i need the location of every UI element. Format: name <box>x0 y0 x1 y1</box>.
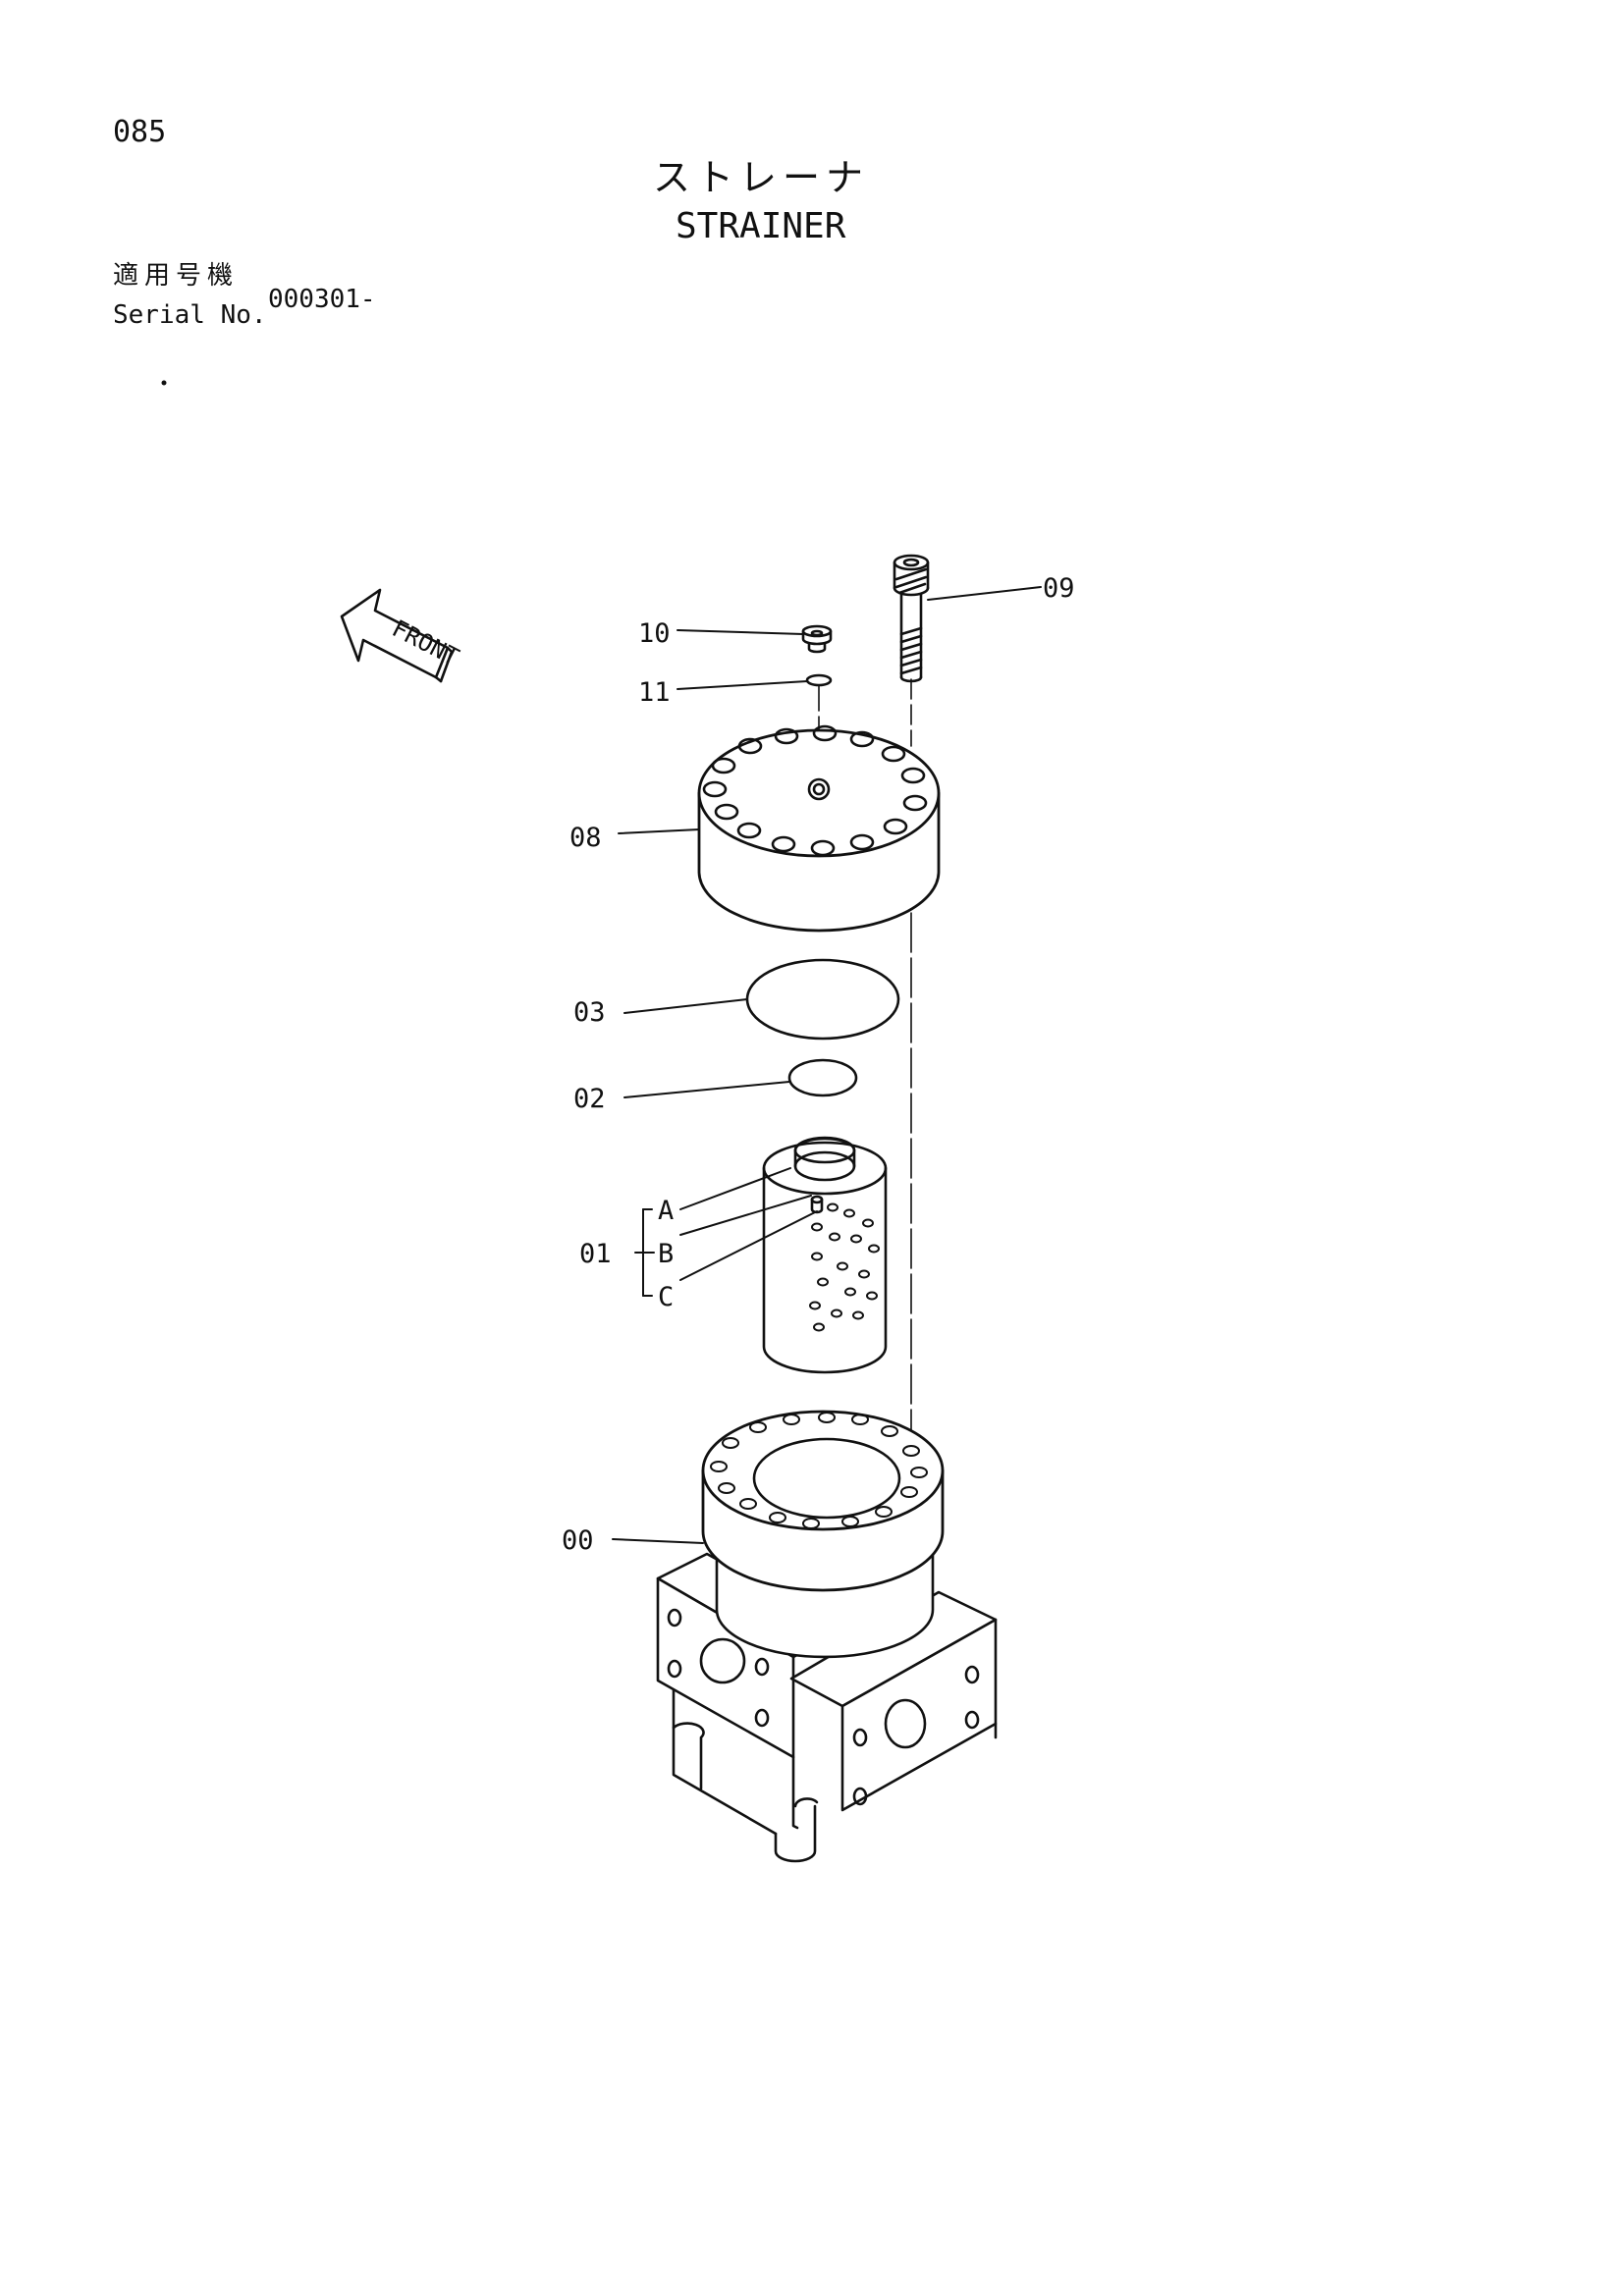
front-label: FRONT <box>388 614 463 671</box>
serial-label-japanese: 適用号機 <box>113 261 240 291</box>
serial-label-english: Serial No. <box>113 300 267 330</box>
part-01-bracket <box>634 1167 818 1297</box>
stray-dot <box>161 380 167 386</box>
serial-number-value: 000301- <box>268 285 376 314</box>
callout-11: 11 <box>638 677 671 708</box>
page-title-english: STRAINER <box>676 206 846 246</box>
part-09-bolt <box>893 554 930 683</box>
callout-01: 01 <box>579 1239 612 1269</box>
part-01-element <box>762 1136 888 1374</box>
callout-09: 09 <box>1043 573 1075 604</box>
callout-03: 03 <box>573 997 606 1028</box>
part-02-small-oring <box>787 1058 858 1097</box>
callout-01-a: A <box>658 1196 674 1226</box>
callout-08: 08 <box>569 823 602 853</box>
callout-02: 02 <box>573 1084 606 1114</box>
part-08-cover <box>697 724 941 933</box>
callout-10: 10 <box>638 618 671 649</box>
page-title-japanese: ストレーナ <box>653 156 870 199</box>
part-00-housing <box>656 1410 998 1863</box>
front-arrow-icon: FRONT <box>340 588 463 683</box>
callout-01-c: C <box>658 1282 674 1312</box>
page-number: 085 <box>113 115 167 149</box>
part-11-small-oring <box>805 673 833 687</box>
part-10-plug <box>801 624 833 654</box>
callout-01-b: B <box>658 1239 674 1269</box>
element-perforations <box>809 1202 880 1332</box>
part-03-large-oring <box>745 958 900 1041</box>
cover-bolt-holes <box>702 724 928 857</box>
callout-00: 00 <box>562 1525 594 1556</box>
housing-bolt-holes <box>710 1412 928 1529</box>
